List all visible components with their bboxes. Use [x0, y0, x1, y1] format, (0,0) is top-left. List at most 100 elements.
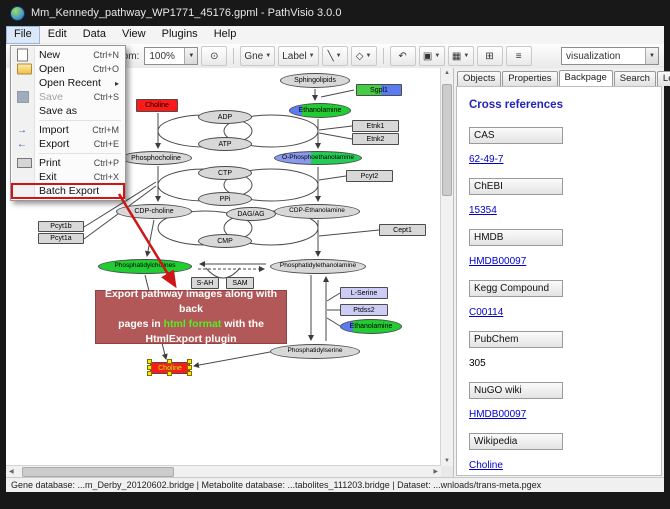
node-sam[interactable]: SAM — [226, 277, 254, 289]
chevron-down-icon[interactable]: ▼ — [184, 48, 198, 64]
scroll-up-icon[interactable]: ▲ — [444, 70, 450, 76]
node-o-phosphoethanolamine[interactable]: O-Phosphoethanolamine — [274, 151, 362, 165]
ref-link-kegg-compound[interactable]: C00114 — [469, 307, 504, 318]
node-pcyt2[interactable]: Pcyt2 — [346, 170, 393, 182]
new-gene-button[interactable]: Gne▼ — [240, 46, 276, 66]
ungroup-button[interactable]: ≡ — [505, 46, 532, 66]
node-s-ah[interactable]: S-AH — [191, 277, 219, 289]
selection-handle[interactable] — [147, 359, 152, 364]
node-cdp-ethanolamine[interactable]: CDP-Ethanolamine — [274, 204, 360, 219]
tab-search[interactable]: Search — [613, 71, 656, 86]
group-button[interactable]: ⊞ — [476, 46, 503, 66]
node-choline[interactable]: Choline — [136, 99, 178, 112]
selection-handle[interactable] — [187, 359, 192, 364]
node-phosphatidylcholines[interactable]: Phosphatidylcholines — [98, 259, 192, 274]
chevron-down-icon: ▼ — [365, 53, 372, 59]
node-ctp[interactable]: CTP — [198, 166, 252, 180]
menu-item-open-recent[interactable]: Open Recent▸ — [39, 77, 119, 89]
chevron-down-icon: ▼ — [308, 53, 315, 59]
node-cdp-choline[interactable]: CDP-choline — [116, 204, 192, 219]
node-etnk2[interactable]: Etnk2 — [352, 133, 399, 145]
menu-item-batch-export[interactable]: Batch Export — [11, 183, 125, 199]
node-pcyt1a[interactable]: Pcyt1a — [38, 233, 84, 244]
tab-objects[interactable]: Objects — [457, 71, 502, 86]
menubar-item-edit[interactable]: Edit — [47, 28, 67, 40]
node-ethanolamine[interactable]: Ethanolamine — [289, 103, 351, 118]
zoom-select-value: 100% — [149, 50, 175, 62]
menubar-item-view[interactable]: View — [121, 28, 146, 40]
new-gene-button-label: Gne — [244, 50, 264, 62]
selection-handle[interactable] — [167, 371, 172, 376]
new-shape-button[interactable]: ◇▼ — [350, 46, 377, 66]
node-phosphatidylserine[interactable]: Phosphatidylserine — [270, 344, 360, 359]
node-dag-ag[interactable]: DAG/AG — [226, 207, 276, 221]
ref-source-pubchem: PubChem — [469, 331, 563, 348]
tab-backpage[interactable]: Backpage — [558, 70, 613, 86]
chevron-down-icon[interactable]: ▼ — [645, 48, 658, 64]
tab-properties[interactable]: Properties — [502, 71, 558, 86]
selection-handle[interactable] — [187, 365, 192, 370]
scrollbar-thumb[interactable] — [22, 467, 174, 477]
node-cmp[interactable]: CMP — [198, 234, 252, 248]
scroll-down-icon[interactable]: ▼ — [444, 458, 450, 464]
ref-link-chebi[interactable]: 15354 — [469, 205, 497, 216]
selection-handle[interactable] — [187, 371, 192, 376]
node-pcyt1b[interactable]: Pcyt1b — [38, 221, 84, 232]
undo-button[interactable]: ↶ — [389, 46, 416, 66]
node-sphingolipids[interactable]: Sphingolipids — [280, 73, 350, 88]
ref-link-hmdb[interactable]: HMDB00097 — [469, 256, 527, 267]
selection-handle[interactable] — [167, 359, 172, 364]
menu-item-save-as[interactable]: Save as — [39, 105, 77, 117]
statusbar-text: Gene database: ...m_Derby_20120602.bridg… — [11, 480, 542, 490]
selection-handle[interactable] — [147, 365, 152, 370]
align-button[interactable]: ▣▼ — [418, 46, 445, 66]
scroll-left-icon[interactable]: ◀ — [9, 469, 14, 475]
ref-link-cas[interactable]: 62-49-7 — [469, 154, 504, 165]
node-ethanolamine[interactable]: Ethanolamine — [340, 319, 402, 334]
new-line-button[interactable]: ╲▼ — [321, 46, 348, 66]
node-sgpl1[interactable]: Sgpl1 — [356, 84, 402, 96]
node-ptdss2[interactable]: Ptdss2 — [340, 304, 388, 316]
visualization-select-value: visualization — [566, 50, 621, 62]
scroll-right-icon[interactable]: ▶ — [433, 469, 438, 475]
node-cept1[interactable]: Cept1 — [379, 224, 426, 236]
node-l-serine[interactable]: L-Serine — [340, 287, 388, 299]
node-atp[interactable]: ATP — [198, 137, 252, 151]
align-button-glyph: ▣ — [422, 50, 433, 62]
scrollbar-corner — [441, 466, 453, 478]
folder-icon — [17, 63, 32, 75]
canvas-vertical-scrollbar[interactable]: ▲ ▼ — [440, 68, 453, 466]
selection-handle[interactable] — [147, 371, 152, 376]
menubar-item-file[interactable]: File — [6, 26, 40, 44]
new-label-button[interactable]: Label▼ — [278, 46, 319, 66]
node-etnk1[interactable]: Etnk1 — [352, 120, 399, 132]
chevron-down-icon: ▼ — [335, 53, 342, 59]
tab-legend[interactable]: Legend — [656, 71, 670, 86]
scrollbar-thumb[interactable] — [442, 84, 452, 196]
cross-references-heading: Cross references — [469, 99, 563, 111]
canvas-horizontal-scrollbar[interactable]: ◀ ▶ — [6, 465, 441, 478]
ref-link-wikipedia[interactable]: Choline — [469, 460, 503, 471]
ref-source-nugo-wiki: NuGO wiki — [469, 382, 563, 399]
ref-link-nugo-wiki[interactable]: HMDB00097 — [469, 409, 527, 420]
menubar-item-plugins[interactable]: Plugins — [161, 28, 198, 40]
node-phosphocholine[interactable]: Phosphocholine — [120, 151, 192, 165]
fit-zoom-button[interactable]: ⊙ — [201, 46, 228, 66]
node-ppi[interactable]: PPi — [198, 192, 252, 206]
node-adp[interactable]: ADP — [198, 110, 252, 124]
menubar-item-data[interactable]: Data — [82, 28, 106, 40]
stack-button[interactable]: ▦▼ — [447, 46, 474, 66]
arrow-in-icon — [17, 124, 27, 136]
visualization-select[interactable]: visualization ▼ — [561, 47, 659, 65]
zoom-select[interactable]: 100% ▼ — [144, 47, 199, 65]
node-phosphatidylethanolamine[interactable]: Phosphatidylethanolamine — [270, 259, 366, 274]
menubar-item-help[interactable]: Help — [213, 28, 237, 40]
